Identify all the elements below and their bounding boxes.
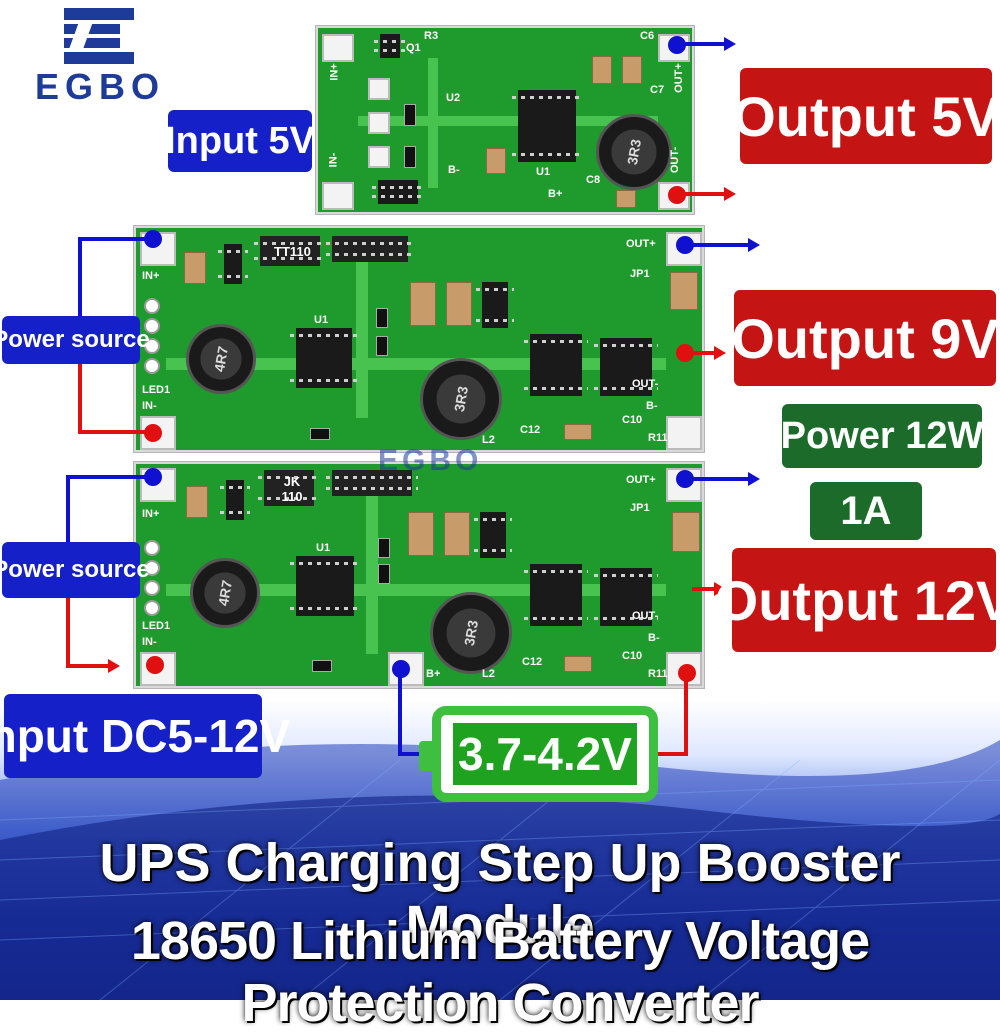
- battery-icon: 3.7-4.2V: [419, 706, 658, 802]
- chip-u3: [594, 338, 658, 396]
- terminal-out-plus-12v: [676, 470, 694, 488]
- brand-logo: EGBO: [10, 4, 190, 107]
- pcb-board-9v: 4R7 3R3 TT110 IN+ IN- LED1 OUT+ OUT- B- …: [134, 226, 704, 452]
- arrow-right-icon: [748, 238, 760, 252]
- chip-u1: [290, 328, 358, 388]
- arrow-right-icon: [748, 472, 760, 486]
- terminal-out-plus-5v: [668, 36, 686, 54]
- inductor-3r3: 3R3: [596, 114, 672, 190]
- power-source-label-top: Power source: [0, 316, 150, 364]
- pcb-board-5v: 3R3 IN+ IN- OUT+ OUT- B+ B- U1 U2 Q1 R3 …: [316, 26, 694, 214]
- terminal-in-minus-9v: [144, 424, 162, 442]
- power-12w-label: Power 12W: [781, 404, 983, 468]
- terminal-b-minus: [678, 664, 696, 682]
- logo-text: EGBO: [34, 66, 165, 107]
- inductor-l2: 3R3: [430, 592, 512, 674]
- current-1a-label: 1A: [810, 482, 922, 540]
- chip-u1: [290, 556, 360, 616]
- output-9v-label: Output 9V: [731, 290, 999, 386]
- output-5v-label: Output 5V: [732, 68, 1000, 164]
- terminal-in-minus-12v: [146, 656, 164, 674]
- chip-u1: [512, 90, 582, 162]
- output-12v-label: Output 12V: [715, 548, 1000, 652]
- chip-u2: [524, 564, 588, 626]
- chip-u3: [594, 568, 658, 626]
- terminal-b-plus: [392, 660, 410, 678]
- title-line-1: UPS Charging Step Up Booster Module: [99, 833, 901, 955]
- inductor-l2: 3R3: [420, 358, 502, 440]
- terminal-in-plus-9v: [144, 230, 162, 248]
- title-line-2: 18650 Lithium Battery Voltage Protection…: [130, 911, 870, 1033]
- pcb-board-12v: 4R7 3R3 JK 110 IN+ IN- LED1 OUT+ OUT- B-…: [134, 462, 704, 688]
- inductor-l1: 4R7: [190, 558, 260, 628]
- arrow-right-icon: [108, 659, 120, 673]
- arrow-right-icon: [714, 582, 726, 596]
- watermark: EGBO: [378, 444, 483, 477]
- egbo-logo-icon: [64, 8, 134, 64]
- chip-u2: [524, 334, 588, 396]
- terminal-out-plus-9v: [676, 236, 694, 254]
- arrow-right-icon: [724, 37, 736, 51]
- terminal-out-minus-9v: [676, 344, 694, 362]
- terminal-in-plus-12v: [144, 468, 162, 486]
- terminal-out-minus-5v: [668, 186, 686, 204]
- battery-voltage-label: 3.7-4.2V: [453, 723, 637, 785]
- power-source-label-bottom: Power source: [0, 542, 150, 598]
- arrow-right-icon: [724, 187, 736, 201]
- inductor-l1: 4R7: [186, 324, 256, 394]
- input-5v-label: Input 5V: [165, 110, 315, 172]
- arrow-right-icon: [714, 346, 726, 360]
- input-dc-label: Input DC5-12V: [0, 694, 290, 778]
